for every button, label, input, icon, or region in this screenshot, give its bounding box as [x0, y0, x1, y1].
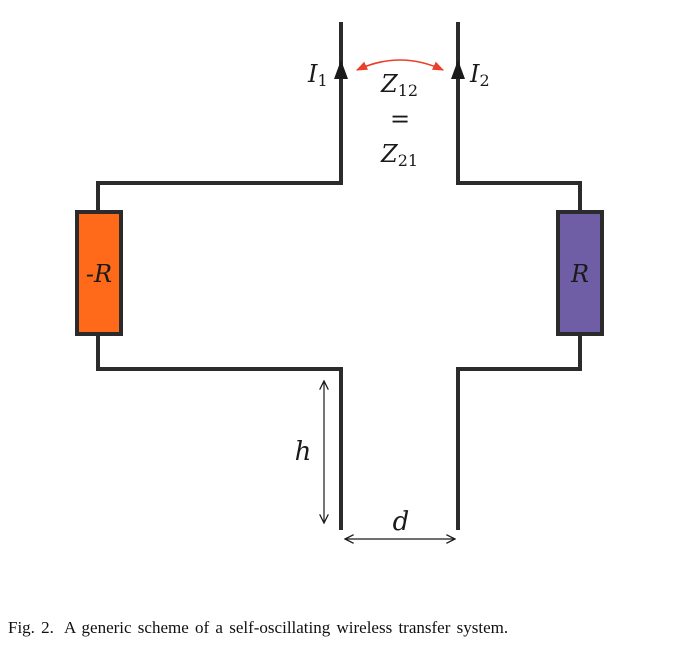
current-2-label: I2 [469, 60, 490, 90]
left-lower-wire [96, 334, 343, 530]
right-upper-wire [456, 22, 582, 212]
right-lower-wire [456, 334, 582, 530]
coupling-arrow [355, 59, 445, 71]
z21-label: Z21 [380, 140, 418, 170]
current-2-arrow-icon [451, 60, 465, 79]
figure-number: Fig. 2. [8, 618, 54, 637]
right-circuit [456, 22, 582, 530]
figure-caption: Fig. 2. A generic scheme of a self-oscill… [8, 618, 668, 638]
negative-resistor-label: -R [86, 260, 112, 288]
distance-label: d [393, 507, 410, 537]
negative-resistor [75, 210, 123, 336]
current-1-label: I1 [307, 60, 328, 90]
circuit-diagram: I1 I2 Z12 = Z21 -R R h d [75, 22, 604, 590]
caption-text: A generic scheme of a self-oscillating w… [63, 618, 509, 637]
height-label: h [295, 437, 312, 467]
left-upper-wire [96, 22, 343, 212]
equals-sign: = [390, 105, 410, 133]
left-circuit [96, 22, 343, 530]
load-resistor-label: R [570, 260, 589, 288]
load-resistor [556, 210, 604, 336]
z12-label: Z12 [380, 70, 418, 100]
current-1-arrow-icon [334, 60, 348, 79]
